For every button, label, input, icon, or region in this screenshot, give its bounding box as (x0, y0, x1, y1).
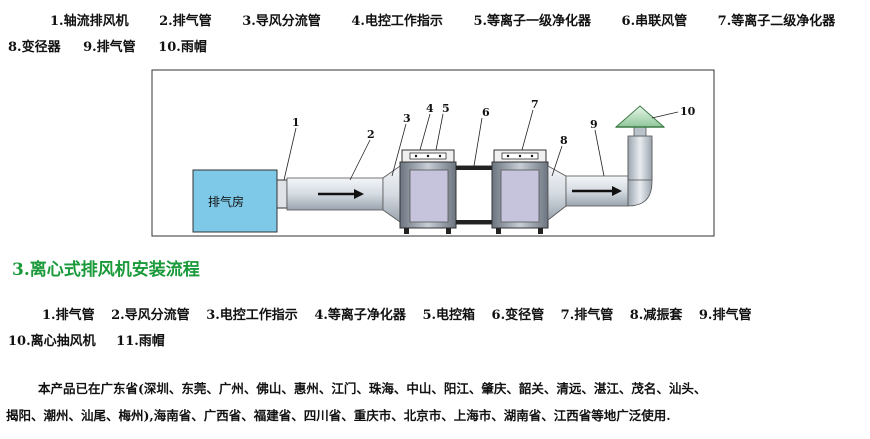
legend-item: 10.雨帽 (158, 40, 207, 55)
flow-arrow-head (612, 186, 622, 196)
legend-item: 1.轴流排风机 (50, 14, 129, 29)
legend-item: 3.电控工作指示 (206, 308, 298, 323)
legend-row-2: 8.变径器 9.排气管 10.雨帽 (8, 36, 233, 55)
legend-item: 1.排气管 (42, 308, 95, 323)
diverter-pipe (382, 165, 401, 223)
support-leg (538, 228, 543, 234)
exhaust-room (192, 169, 278, 233)
legend2-row-2: 10.离心抽风机 11.雨帽 (8, 330, 191, 349)
reducer (547, 165, 567, 221)
callout-label: 6 (482, 106, 490, 119)
legend-item: 9.排气管 (83, 40, 136, 55)
legend-item: 8.减振套 (629, 308, 683, 323)
purifier-1-panel (409, 169, 449, 223)
legend-item: 6.变径管 (491, 308, 545, 323)
callout-label: 1 (292, 116, 300, 129)
flow-arrow-head (354, 189, 364, 199)
legend-item: 5.电控箱 (422, 308, 476, 323)
series-duct (455, 165, 493, 225)
callout-label: 4 (426, 102, 434, 115)
support-leg (404, 228, 409, 234)
room-label: 排气房 (208, 194, 244, 209)
support-leg (446, 228, 451, 234)
callout-label: 8 (560, 134, 568, 147)
callout-label: 10 (680, 105, 696, 118)
support-leg (496, 228, 501, 234)
legend-item: 2.排气管 (159, 14, 212, 29)
section-title: 3.离心式排风机安装流程 (12, 260, 200, 280)
legend-item: 2.导风分流管 (111, 308, 190, 323)
legend-item: 9.排气管 (698, 308, 752, 323)
usage-paragraph-line-2: 揭阳、潮州、汕尾、梅州),海南省、广西省、福建省、四川省、重庆市、北京市、上海市… (6, 408, 671, 423)
diagram-border (151, 69, 715, 237)
legend-item: 7.排气管 (560, 308, 614, 323)
usage-paragraph-line-1: 本产品已在广东省(深圳、东莞、广州、佛山、惠州、江门、珠海、中山、阳江、肇庆、韶… (38, 381, 707, 396)
legend-item: 3.导风分流管 (242, 14, 321, 29)
legend2-row-1: 1.排气管 2.导风分流管 3.电控工作指示 4.等离子净化器 5.电控箱 6.… (42, 304, 751, 323)
callout-label: 9 (590, 118, 598, 131)
callout-label: 5 (442, 102, 450, 115)
legend-row-1: 1.轴流排风机 2.排气管 3.导风分流管 4.电控工作指示 5.等离子一级净化… (50, 10, 835, 29)
callout-label: 7 (531, 98, 539, 111)
vertical-pipe (627, 135, 653, 181)
legend-item: 6.串联风管 (621, 14, 688, 29)
purifier-2-panel (500, 169, 540, 223)
legend-item: 11.雨帽 (116, 334, 165, 349)
axial-fan (276, 179, 288, 209)
legend-item: 8.变径器 (8, 40, 61, 55)
callout-label: 2 (367, 128, 375, 141)
legend-item: 10.离心抽风机 (8, 334, 96, 349)
legend-item: 4.等离子净化器 (314, 308, 406, 323)
callout-label: 3 (403, 112, 411, 125)
legend-item: 5.等离子一级净化器 (473, 14, 592, 29)
legend-item: 7.等离子二级净化器 (717, 14, 836, 29)
legend-item: 4.电控工作指示 (351, 14, 443, 29)
